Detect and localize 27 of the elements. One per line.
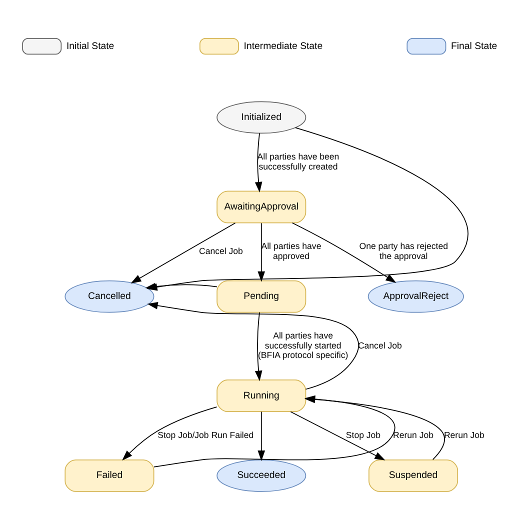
edge-label: Rerun Job	[444, 429, 484, 440]
node-ellipse: ApprovalReject	[368, 280, 464, 312]
legend-label: Initial State	[66, 40, 114, 52]
node-ellipse: Initialized	[216, 100, 306, 134]
node-box: Suspended	[368, 458, 458, 492]
legend-label: Intermediate State	[244, 40, 323, 52]
arrow	[147, 301, 360, 390]
node-box: AwaitingApproval	[216, 190, 306, 223]
edge-label: Rerun Job	[393, 429, 434, 440]
arrow	[290, 410, 386, 460]
edge-label: One party has rejected the approval	[359, 240, 448, 260]
node-box: Failed	[64, 458, 154, 492]
arrow	[130, 222, 236, 283]
node-box: Running	[216, 379, 306, 412]
edge-label: Stop Job	[346, 429, 381, 440]
node-box: Pending	[216, 280, 306, 312]
edge-label: Cancel Job	[199, 245, 243, 256]
arrow	[292, 222, 396, 282]
arrow	[122, 406, 218, 460]
arrow	[254, 311, 262, 381]
legend-label: Final State	[451, 40, 498, 52]
edge-label: Stop Job/Job Run Failed	[158, 429, 254, 440]
arrow	[258, 410, 266, 461]
node-ellipse: Cancelled	[64, 280, 154, 312]
node-ellipse: Succeeded	[216, 458, 306, 492]
arrow	[258, 222, 266, 282]
edge-label: All parties have successfully started (BFIA protocol specific)	[258, 330, 348, 360]
